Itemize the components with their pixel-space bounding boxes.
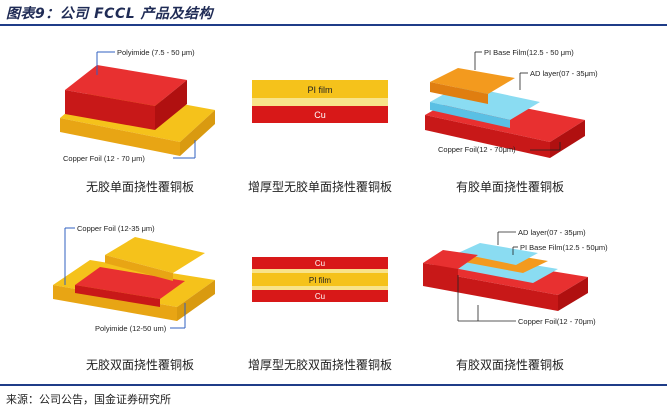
separator-layer (252, 269, 388, 273)
copper-foil-label: Copper Foil (12 - 70 μm) (63, 154, 145, 163)
figure-title: 图表9：公司 FCCL 产品及结构 (6, 6, 214, 22)
panel-thickened-single-sided: PI film Cu (252, 80, 388, 123)
caption-4: 无胶双面挠性覆铜板 (85, 358, 194, 372)
copper-foil-label: Copper Foil(12 - 70μm) (438, 145, 516, 154)
ad-layer-front (430, 102, 510, 128)
polyimide-layer-top (65, 65, 187, 106)
pi-layer-top (430, 68, 515, 94)
caption-3: 有胶单面挠性覆铜板 (455, 180, 564, 194)
panel-single-sided-adhesive: PI Base Film(12.5 - 50 μm) AD layer(07 -… (425, 48, 598, 158)
pi-film-layer (252, 273, 388, 286)
polyimide-layer-front (75, 285, 160, 307)
ad-top-layer (458, 243, 538, 265)
top-divider (0, 24, 667, 26)
pi-film-layer (252, 80, 388, 98)
copper-top-front (423, 263, 458, 277)
panel-thickened-double-sided: Cu PI film Cu (252, 257, 388, 302)
copper-top-front (105, 255, 173, 281)
copper-bottom-side (558, 277, 588, 311)
caption-5: 增厚型无胶双面挠性覆铜板 (247, 358, 392, 372)
bottom-divider (0, 384, 667, 386)
separator-layer (252, 286, 388, 290)
caption-2: 增厚型无胶单面挠性覆铜板 (247, 180, 392, 194)
pi-base-film-label: PI Base Film(12.5 - 50μm) (520, 243, 608, 252)
copper-layer-side (550, 120, 585, 158)
cu-top-layer (252, 257, 388, 269)
pi-layer-front (430, 82, 488, 104)
copper-top-top (105, 237, 205, 273)
cu-bottom-layer (252, 290, 388, 302)
cu-bottom-label: Cu (315, 292, 325, 301)
cu-top-label: Cu (315, 259, 325, 268)
panel-single-sided-adhesiveless: Polyimide (7.5 - 50 μm) Copper Foil (12 … (60, 48, 215, 163)
caption-6: 有胶双面挠性覆铜板 (455, 358, 564, 372)
copper-bottom-front (423, 270, 558, 311)
copper-layer-front (425, 115, 550, 158)
separator-layer (252, 98, 388, 106)
pi-film-label: PI film (309, 276, 332, 285)
polyimide-label: Polyimide (12-50 um) (95, 324, 167, 333)
copper-foil-label: Copper Foil (12-35 μm) (77, 224, 155, 233)
caption-1: 无胶单面挠性覆铜板 (85, 180, 194, 194)
pi-base-film-label: PI Base Film(12.5 - 50 μm) (484, 48, 574, 57)
cu-layer (252, 106, 388, 123)
copper-bottom-side (177, 280, 215, 321)
copper-layer-side (180, 110, 215, 156)
copper-foil-label: Copper Foil(12 - 70μm) (518, 317, 596, 326)
panel-double-sided-adhesiveless: Copper Foil (12-35 μm) Polyimide (12-50 … (53, 224, 215, 333)
ad-layer-label: AD layer(07 - 35μm) (530, 69, 598, 78)
copper-layer-front (60, 118, 180, 156)
polyimide-label: Polyimide (7.5 - 50 μm) (117, 48, 195, 57)
source-note: 来源：公司公告，国金证券研究所 (6, 393, 171, 406)
ad-layer-label: AD layer(07 - 35μm) (518, 228, 586, 237)
pi-film-label: PI film (307, 85, 332, 95)
polyimide-layer-front (65, 90, 155, 130)
panel-double-sided-adhesive: AD layer(07 - 35μm) PI Base Film(12.5 - … (423, 228, 608, 326)
polyimide-layer (75, 267, 185, 299)
cu-label: Cu (314, 110, 326, 120)
polyimide-layer-side (155, 80, 187, 130)
copper-top-top (423, 250, 478, 269)
